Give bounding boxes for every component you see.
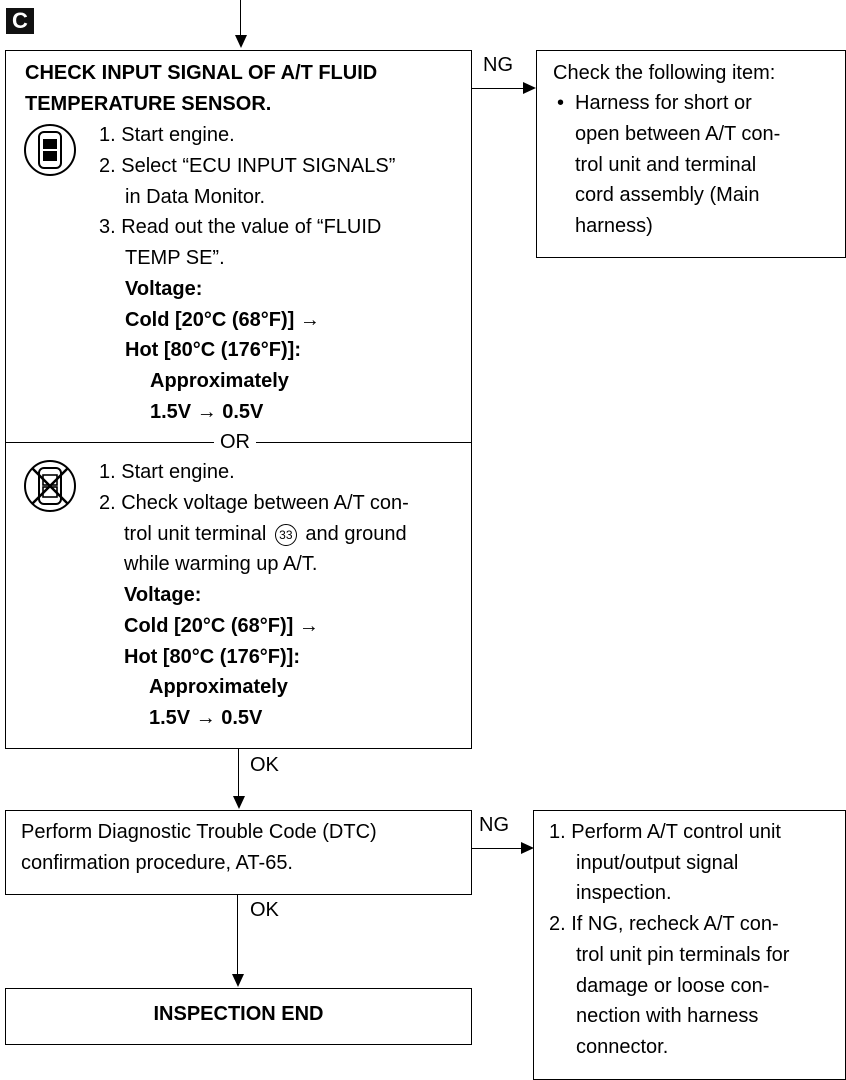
ng-label-2: NG xyxy=(479,814,509,836)
ng1-line-4: trol unit and terminal xyxy=(575,154,757,176)
ng2-line-7: nection with harness xyxy=(576,1005,759,1027)
ok-connector-2 xyxy=(237,895,238,975)
arrow-right-icon xyxy=(523,82,536,94)
manual-value: 1.5V → 0.5V xyxy=(149,707,263,729)
arrow-down-icon xyxy=(235,35,247,48)
manual-hot-spec: Hot [80°C (176°F)]: xyxy=(124,646,301,668)
consult-tester-icon xyxy=(24,124,76,176)
ng1-line-1: Check the following item: xyxy=(553,62,776,84)
inspection-end-box xyxy=(5,988,472,1045)
consult-hot-spec: Hot [80°C (176°F)]: xyxy=(125,339,302,361)
check-title-line2: TEMPERATURE SENSOR. xyxy=(25,93,272,115)
check-title-line1: CHECK INPUT SIGNAL OF A/T FLUID xyxy=(25,62,378,84)
ok-connector-1 xyxy=(238,749,239,797)
arrow-down-icon xyxy=(233,796,245,809)
ok-label-1: OK xyxy=(250,754,279,776)
ng-connector-1 xyxy=(472,88,524,89)
ng2-line-1: 1. Perform A/T control unit xyxy=(549,821,781,843)
ok-label-2: OK xyxy=(250,899,279,921)
ng-result-box-1 xyxy=(536,50,846,258)
ng1-line-5: cord assembly (Main xyxy=(575,184,760,206)
consult-value: 1.5V → 0.5V xyxy=(150,401,264,423)
manual-step-2-tail: and ground xyxy=(305,523,407,545)
check-input-signal-box xyxy=(5,50,472,749)
dtc-line-1: Perform Diagnostic Trouble Code (DTC) xyxy=(21,821,377,843)
ng2-line-6: damage or loose con- xyxy=(576,975,770,997)
ng1-line-2: Harness for short or xyxy=(557,88,752,119)
inspection-end-label: INSPECTION END xyxy=(153,1003,324,1025)
ng2-line-8: connector. xyxy=(576,1036,669,1058)
dtc-procedure-box xyxy=(5,810,472,895)
manual-step-2-text: trol unit terminal xyxy=(124,523,267,545)
incoming-connector xyxy=(240,0,241,36)
dtc-line-2: confirmation procedure, AT-65. xyxy=(21,852,293,874)
manual-step-2-cont: trol unit terminal 33 and ground xyxy=(124,519,407,550)
consult-step-3-cont: TEMP SE”. xyxy=(125,247,225,269)
consult-cold-spec: Cold [20°C (68°F)] → xyxy=(125,309,320,331)
ng-result-box-2 xyxy=(533,810,846,1080)
manual-cold-spec: Cold [20°C (68°F)] → xyxy=(124,615,319,637)
consult-step-1: 1. Start engine. xyxy=(99,124,235,146)
or-label: OR xyxy=(214,430,256,454)
manual-step-1: 1. Start engine. xyxy=(99,461,235,483)
manual-step-2: 2. Check voltage between A/T con- xyxy=(99,492,409,514)
ng2-line-3: inspection. xyxy=(576,882,672,904)
consult-approx: Approximately xyxy=(150,370,289,392)
consult-voltage-label: Voltage: xyxy=(125,278,203,300)
terminal-number-badge: 33 xyxy=(274,523,297,546)
manual-approx: Approximately xyxy=(149,676,288,698)
ng1-line-3: open between A/T con- xyxy=(575,123,781,145)
ng-connector-2 xyxy=(472,848,522,849)
arrow-right-icon xyxy=(521,842,534,854)
manual-voltage-label: Voltage: xyxy=(124,584,202,606)
consult-step-3: 3. Read out the value of “FLUID xyxy=(99,216,382,238)
consult-step-2-cont: in Data Monitor. xyxy=(125,186,266,208)
ng2-line-2: input/output signal xyxy=(576,852,739,874)
ng2-line-5: trol unit pin terminals for xyxy=(576,944,790,966)
section-label: C xyxy=(6,8,34,34)
ng1-line-6: harness) xyxy=(575,215,653,237)
arrow-down-icon xyxy=(232,974,244,987)
ng2-line-4: 2. If NG, recheck A/T con- xyxy=(549,913,779,935)
no-consult-tester-icon xyxy=(24,460,76,512)
consult-step-2: 2. Select “ECU INPUT SIGNALS” xyxy=(99,155,396,177)
ng-label-1: NG xyxy=(483,54,513,76)
manual-step-2-cont2: while warming up A/T. xyxy=(124,553,318,575)
